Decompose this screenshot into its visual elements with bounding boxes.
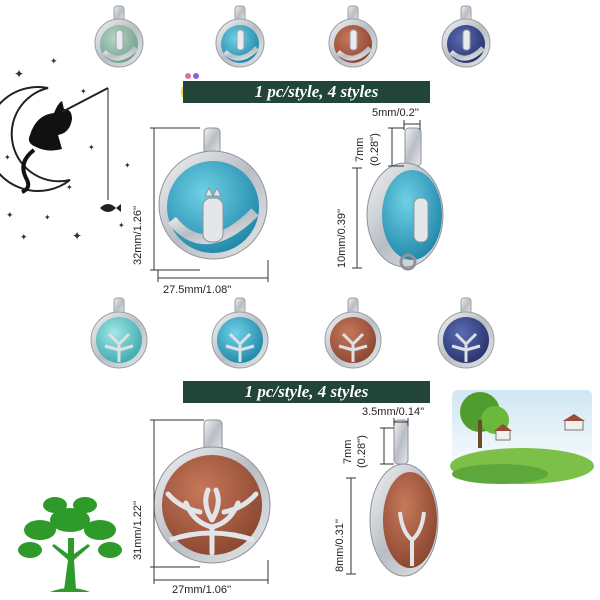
tree-bail-height-label: 7mm: [342, 439, 354, 464]
tree-height-label: 31mm/1.22'': [132, 500, 144, 560]
tree-width-label: 27mm/1.06'': [172, 584, 232, 596]
banner-top: 1 pc/style, 4 styles: [183, 81, 430, 103]
svg-text:✦: ✦: [124, 161, 131, 170]
svg-text:✦: ✦: [20, 233, 28, 243]
cat-bail-width-label: 5mm/0.2'': [372, 107, 419, 119]
cat-bail-height-in-label: (0.28''): [369, 133, 381, 166]
green-tree-icon: [18, 497, 122, 592]
svg-text:✦: ✦: [72, 229, 82, 243]
cat-pendant-goldstone: [328, 5, 378, 68]
cat-pendant-front-view: [158, 127, 268, 260]
cat-side-dimension-lines: [352, 120, 421, 269]
tree-thickness-label: 8mm/0.31'': [334, 518, 346, 572]
cat-height-label: 32mm/1.26'': [132, 205, 144, 265]
cat-front-dimension-lines: [150, 127, 269, 282]
svg-text:✦: ✦: [118, 221, 125, 230]
banner-bottom: 1 pc/style, 4 styles: [183, 381, 430, 403]
svg-text:✦: ✦: [14, 67, 24, 81]
tree-side-dimension-lines: [346, 418, 409, 575]
tree-pendant-turquoise: [211, 297, 269, 369]
svg-text:✦: ✦: [66, 183, 73, 192]
tree-front-dimension-lines: [150, 419, 269, 584]
tree-pendant-lapis: [437, 297, 495, 369]
tree-pendant-front-view: [153, 419, 271, 564]
tree-pendant-amazonite: [90, 297, 148, 369]
svg-text:✦: ✦: [4, 153, 11, 162]
landscape-illustration: [450, 390, 594, 484]
cat-width-label: 27.5mm/1.08'': [163, 284, 232, 296]
cat-bail-height-label: 7mm: [354, 137, 366, 162]
cat-pendant-turquoise: [215, 5, 265, 68]
cat-pendant-side-view: [366, 127, 444, 271]
cat-pendant-lapis: [441, 5, 491, 68]
cat-on-moon-fishing-icon: [0, 86, 121, 212]
cat-pendant-green-aventurine: [94, 5, 144, 68]
sparkle-stars: ✦ ✦ ✦ ✦ ✦ ✦ ✦ ✦ ✦ ✦ ✦ ✦: [4, 57, 131, 243]
svg-text:✦: ✦: [88, 143, 95, 152]
tree-bail-height-in-label: (0.28''): [356, 435, 368, 468]
svg-text:✦: ✦: [6, 211, 14, 221]
tree-pendant-side-view: [369, 419, 439, 577]
cat-thickness-label: 10mm/0.39'': [336, 208, 348, 268]
svg-text:✦: ✦: [44, 213, 51, 222]
tree-bail-width-label: 3.5mm/0.14'': [362, 406, 425, 418]
svg-text:✦: ✦: [50, 57, 58, 67]
tree-pendant-goldstone: [324, 297, 382, 369]
svg-text:✦: ✦: [80, 87, 87, 96]
